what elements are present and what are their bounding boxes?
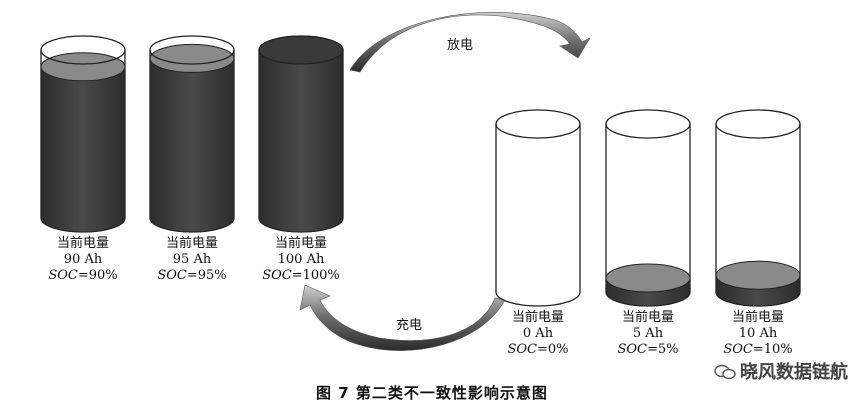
cell-6-rim	[715, 109, 801, 139]
wechat-icon	[714, 364, 736, 380]
cell-2-fill	[149, 57, 235, 233]
cell-2-fill-surface	[149, 43, 235, 73]
cell-3-caption: 当前电量 100 Ah SOC=100%	[246, 236, 356, 284]
cell-5-caption: 当前电量 5 Ah SOC=5%	[593, 310, 703, 358]
cell-5-capacity: 5 Ah	[632, 326, 664, 341]
cell-6-capacity: 10 Ah	[738, 326, 778, 341]
cell-6	[715, 109, 801, 307]
cell-5-title: 当前电量	[621, 310, 674, 325]
cell-5-fill-surface	[605, 263, 691, 293]
cell-2	[149, 35, 235, 233]
cell-3	[258, 35, 344, 233]
cell-1-soc-label: SOC	[48, 268, 78, 283]
cell-5	[605, 109, 691, 307]
cell-4-rim	[495, 109, 581, 139]
cell-3-soc-value: =100%	[291, 268, 340, 283]
cells-layer	[40, 35, 801, 307]
cell-4-soc-label: SOC	[507, 342, 537, 357]
cell-3-capacity: 100 Ah	[277, 252, 325, 267]
cell-2-title: 当前电量	[165, 236, 218, 251]
cell-4-title: 当前电量	[511, 310, 564, 325]
watermark-text: 晓风数据链航	[740, 362, 848, 383]
cell-1-rim	[40, 35, 126, 65]
cell-3-soc-label: SOC	[262, 268, 292, 283]
cell-6-title: 当前电量	[731, 310, 784, 325]
cell-1-fill	[40, 66, 126, 233]
cell-4-caption: 当前电量 0 Ah SOC=0%	[483, 310, 593, 358]
cell-1-soc-value: =90%	[77, 268, 118, 283]
cell-5-soc-label: SOC	[617, 342, 647, 357]
cell-4-capacity: 0 Ah	[522, 326, 554, 341]
cell-4-soc-value: =0%	[536, 342, 569, 357]
cell-5-soc-value: =5%	[646, 342, 679, 357]
cell-4-body	[495, 124, 581, 307]
figure-caption: 图 7 第二类不一致性影响示意图	[316, 384, 548, 402]
cell-2-caption: 当前电量 95 Ah SOC=95%	[137, 236, 247, 284]
discharge-label: 放电	[447, 38, 474, 53]
cell-2-soc-label: SOC	[157, 268, 187, 283]
cell-2-capacity: 95 Ah	[172, 252, 212, 267]
watermark: 晓风数据链航	[714, 358, 848, 384]
charge-arrow	[299, 284, 506, 351]
cell-1-title: 当前电量	[56, 236, 109, 251]
cell-1-capacity: 90 Ah	[63, 252, 103, 267]
cell-3-rim	[258, 35, 344, 65]
cell-6-caption: 当前电量 10 Ah SOC=10%	[703, 310, 813, 358]
diagram-canvas	[40, 12, 801, 351]
cell-4	[495, 109, 581, 307]
cell-6-soc-label: SOC	[723, 342, 753, 357]
discharge-arrow	[349, 12, 591, 73]
cell-1-caption: 当前电量 90 Ah SOC=90%	[28, 236, 138, 284]
cell-2-soc-value: =95%	[186, 268, 227, 283]
cell-3-title: 当前电量	[274, 236, 327, 251]
cell-1-fill-surface	[40, 52, 126, 82]
cell-2-rim	[149, 35, 235, 65]
cell-3-fill	[258, 49, 344, 233]
cell-6-soc-value: =10%	[752, 342, 793, 357]
cell-6-fill-surface	[715, 260, 801, 290]
charge-label: 充电	[396, 318, 423, 333]
cell-1	[40, 35, 126, 233]
cell-5-rim	[605, 109, 691, 139]
